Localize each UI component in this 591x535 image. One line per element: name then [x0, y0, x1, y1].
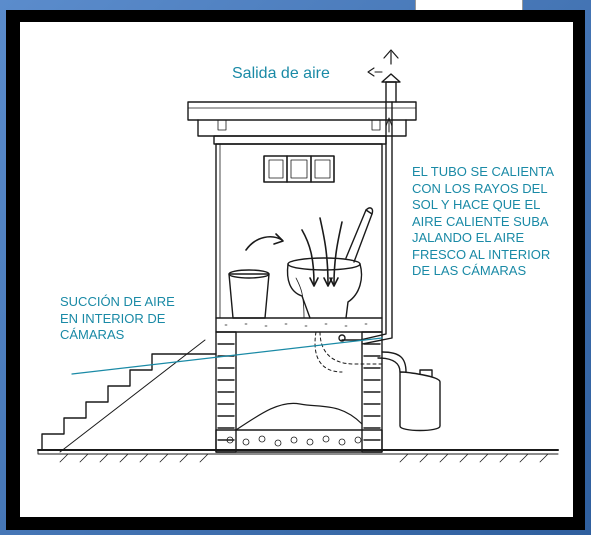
suction-pointer [71, 337, 383, 375]
floor-slab [215, 317, 383, 333]
tube-heating-note: EL TUBO SE CALIENTA CON LOS RAYOS DEL SO… [412, 164, 555, 278]
dry-toilet-diagram [37, 49, 559, 463]
airflow-arrows [245, 217, 343, 287]
roof [187, 101, 417, 145]
stairs [41, 339, 217, 453]
bucket [228, 269, 270, 319]
air-outlet-label: Salida de aire [232, 65, 330, 82]
air-suction-note: SUCCIÓN DE AIRE EN INTERIOR DE CÁMARAS [60, 294, 175, 342]
vent-inlet [338, 334, 346, 342]
diagram-canvas: Salida de aire EL TUBO SE CALIENTA CON L… [20, 22, 573, 517]
roof-vent [367, 49, 401, 103]
chamber-walls [215, 331, 383, 453]
chamber-airflow [314, 331, 383, 373]
vent-pipe [341, 101, 407, 373]
toilet-seat [286, 207, 374, 319]
urine-drum [399, 369, 441, 432]
top-tab [415, 0, 523, 10]
